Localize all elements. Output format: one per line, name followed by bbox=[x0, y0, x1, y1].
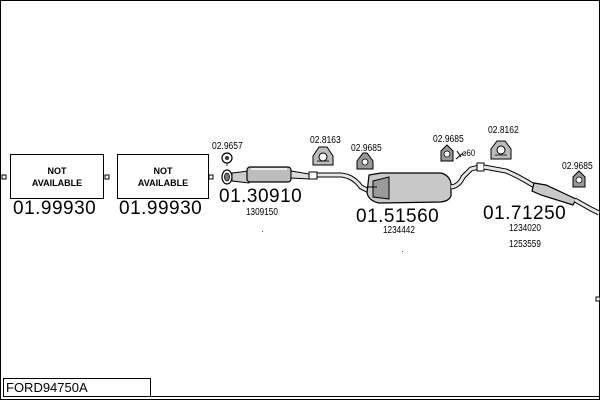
pipe-diameter-label: ⌀60 bbox=[462, 148, 476, 158]
fitting-code: 02.9685 bbox=[351, 143, 382, 154]
box1-marker bbox=[104, 174, 110, 180]
oe-number: 1234020 bbox=[509, 223, 541, 234]
part-code-2: 01.99930 bbox=[119, 198, 203, 219]
not-available-box-1: NOT AVAILABLE bbox=[10, 154, 104, 199]
hanger-fitting-4 bbox=[490, 140, 512, 160]
hanger-fitting-5 bbox=[572, 170, 586, 188]
hanger-fitting-3 bbox=[440, 144, 454, 162]
box2-marker bbox=[208, 174, 214, 180]
oe-number: 1253559 bbox=[509, 239, 541, 250]
part-code-1: 01.99930 bbox=[13, 198, 97, 219]
fitting-code: 02.8162 bbox=[488, 125, 519, 136]
part-code-3: 01.30910 bbox=[219, 186, 303, 207]
hanger-fitting-2 bbox=[356, 152, 374, 170]
right-edge-marker bbox=[595, 296, 600, 302]
rear-silencer-part bbox=[483, 164, 600, 216]
not-available-line-1: NOT bbox=[153, 165, 173, 176]
bottom-border-line bbox=[151, 396, 599, 397]
oe-number: 1309150 bbox=[246, 207, 278, 218]
clamp-fitting-1 bbox=[221, 152, 233, 166]
part-code-5: 01.71250 bbox=[483, 203, 567, 224]
oe-number: 1234442 bbox=[383, 225, 415, 236]
left-edge-marker bbox=[1, 174, 7, 180]
not-available-line-2: AVAILABLE bbox=[137, 177, 189, 188]
not-available-line-1: NOT bbox=[47, 165, 67, 176]
diagram-title-box: FORD94750A bbox=[3, 378, 151, 397]
center-silencer-part bbox=[308, 162, 485, 204]
hanger-fitting-1 bbox=[312, 146, 334, 166]
marker-dot bbox=[402, 251, 403, 252]
diagram-title: FORD94750A bbox=[6, 380, 88, 395]
not-available-box-2: NOT AVAILABLE bbox=[117, 154, 209, 199]
pipe-clamp-marker bbox=[455, 150, 464, 160]
fitting-code: 02.9657 bbox=[212, 141, 243, 152]
marker-dot bbox=[262, 231, 263, 232]
front-silencer-part bbox=[221, 166, 310, 185]
fitting-code: 02.9685 bbox=[562, 161, 593, 172]
part-code-4: 01.51560 bbox=[356, 206, 440, 227]
fitting-code: 02.9685 bbox=[433, 134, 464, 145]
fitting-code: 02.8163 bbox=[310, 135, 341, 146]
not-available-line-2: AVAILABLE bbox=[31, 177, 83, 188]
